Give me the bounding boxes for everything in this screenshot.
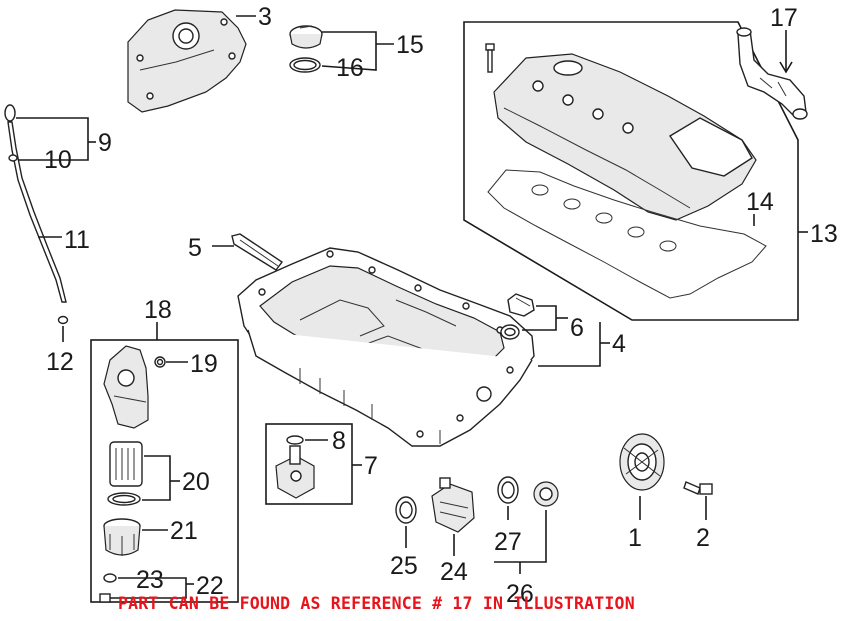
filter-housing-part-18 <box>103 345 149 429</box>
drain-screw-part-22 <box>99 593 111 603</box>
callout-15: 15 <box>396 31 424 59</box>
callout-2: 2 <box>696 524 710 552</box>
drain-plug-part-6 <box>500 293 535 340</box>
valve-cover-group-box <box>463 21 799 321</box>
pickup-tube-part-5 <box>231 233 284 271</box>
sensor-seal-part-8 <box>286 435 304 445</box>
callout-16: 16 <box>336 54 364 82</box>
filter-cap-part-21 <box>103 518 141 556</box>
callout-6: 6 <box>570 314 584 342</box>
callout-19: 19 <box>190 350 218 378</box>
dipstick-seal-part-12 <box>57 315 69 325</box>
callout-22: 22 <box>196 572 224 600</box>
callout-27: 27 <box>494 528 522 556</box>
callout-17: 17 <box>770 4 798 32</box>
seal-ring-part-27 <box>497 476 519 504</box>
callout-25: 25 <box>390 552 418 580</box>
valve-cover-part-13 <box>493 53 757 221</box>
oil-cap-part-15 <box>289 25 323 49</box>
callout-20: 20 <box>182 468 210 496</box>
filter-housing-group-box <box>90 339 239 603</box>
pulley-bolt-part-2 <box>683 481 713 495</box>
oil-valve-part-24 <box>431 477 475 533</box>
callout-1: 1 <box>628 524 642 552</box>
filter-seal-part-19 <box>154 356 166 368</box>
callout-5: 5 <box>188 234 202 262</box>
callout-9: 9 <box>98 129 112 157</box>
callout-4: 4 <box>612 330 626 358</box>
oil-filter-element-part-20 <box>107 441 143 506</box>
seal-ring-part-25 <box>395 496 417 524</box>
callout-23: 23 <box>136 566 164 594</box>
callout-11: 11 <box>64 226 90 254</box>
callout-21: 21 <box>170 517 198 545</box>
reference-notice: PART CAN BE FOUND AS REFERENCE # 17 IN I… <box>118 594 635 613</box>
valve-cover-gasket-part-14 <box>487 169 767 299</box>
callout-13: 13 <box>810 220 838 248</box>
callout-14: 14 <box>746 188 774 216</box>
callout-3: 3 <box>258 3 272 31</box>
sensor-group-box <box>265 423 353 505</box>
callout-8: 8 <box>332 427 346 455</box>
oil-cap-seal-part-16 <box>289 57 321 73</box>
callout-12: 12 <box>46 348 74 376</box>
callout-26: 26 <box>506 580 534 608</box>
breather-hose-part-17 <box>736 27 808 120</box>
oil-pan-part-4 <box>237 247 535 447</box>
crank-pulley-part-1 <box>619 433 665 491</box>
callout-10: 10 <box>44 146 72 174</box>
valve-cover-bolt <box>485 43 495 73</box>
callout-7: 7 <box>364 452 378 480</box>
callout-18: 18 <box>144 296 172 324</box>
callout-24: 24 <box>440 558 468 586</box>
filter-cap-seal-part-23 <box>103 573 117 583</box>
plug-part-26 <box>533 481 559 507</box>
oil-level-sensor-part-7 <box>275 445 315 499</box>
rear-cover-part-3 <box>127 9 247 113</box>
dipstick-part-11 <box>4 104 67 303</box>
